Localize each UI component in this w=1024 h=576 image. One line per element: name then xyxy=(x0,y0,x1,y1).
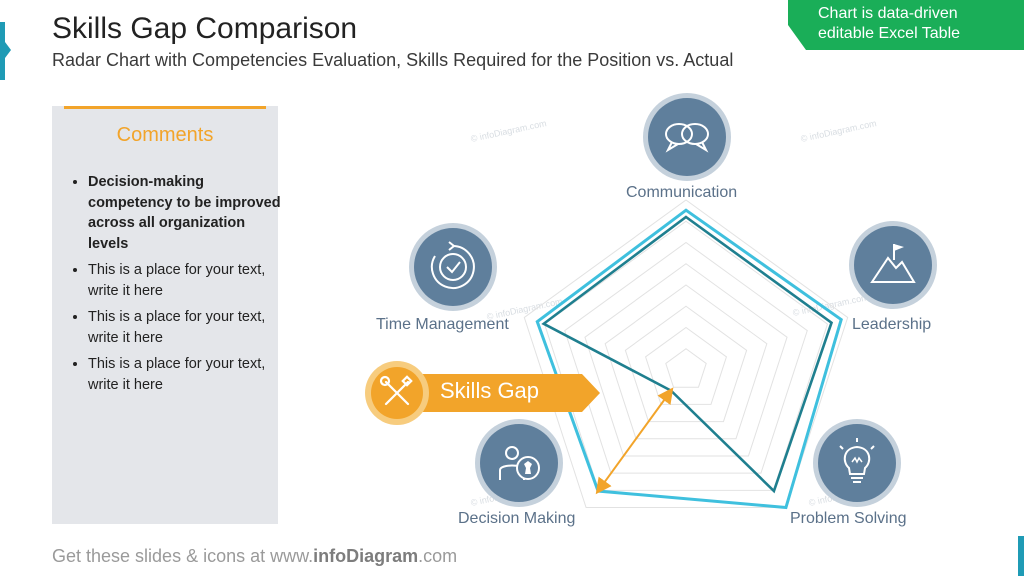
comments-title: Comments xyxy=(116,124,214,146)
radar-grid-ring xyxy=(604,284,768,440)
comments-accent-line xyxy=(64,106,266,109)
axis-label-decision-making: Decision Making xyxy=(458,510,576,527)
comments-panel: Comments Decision-making competency to b… xyxy=(52,106,281,524)
left-accent-bar xyxy=(0,22,11,80)
lightbulb-icon xyxy=(839,438,875,483)
problem-solving-icon-circle xyxy=(818,424,896,502)
radar-series-2 xyxy=(541,215,834,494)
tools-icon xyxy=(379,375,413,406)
comment-item: This is a place for your text, write it … xyxy=(88,354,288,395)
radar-grid-ring xyxy=(564,241,808,474)
comment-item: This is a place for your text, write it … xyxy=(88,307,288,348)
axis-label-communication: Communication xyxy=(626,184,738,201)
skills-gap-callout xyxy=(365,361,600,425)
radar-grid-ring xyxy=(624,305,748,423)
comment-item: Decision-making competency to be improve… xyxy=(88,172,288,254)
data-driven-badge: Chart is data-driven editable Excel Tabl… xyxy=(788,0,1024,50)
decision-making-icon-circle xyxy=(480,424,558,502)
footer-prefix: Get these slides & icons at www. xyxy=(52,546,314,566)
axis-label-time-management: Time Management xyxy=(376,316,509,333)
footer-brand: infoDiagram xyxy=(313,546,419,566)
radar-grid-ring xyxy=(523,199,849,509)
comment-item: This is a place for your text, write it … xyxy=(88,260,288,301)
mountain-flag-icon xyxy=(870,244,916,283)
axis-label-problem-solving: Problem Solving xyxy=(790,510,907,527)
radar-series-1 xyxy=(535,208,843,510)
page-title: Skills Gap Comparison xyxy=(52,12,358,45)
time-management-icon-circle xyxy=(414,228,492,306)
radar-grid-ring xyxy=(584,263,788,457)
footer-suffix: .com xyxy=(418,546,458,566)
axis-label-leadership: Leadership xyxy=(852,316,932,333)
leadership-icon-circle xyxy=(854,226,932,304)
skills-gap-label: Skills Gap xyxy=(440,378,540,403)
badge-line-1: Chart is data-driven xyxy=(818,5,958,22)
communication-icon-circle xyxy=(648,98,726,176)
speech-bubbles-icon xyxy=(665,123,709,153)
radar-grid-ring xyxy=(665,348,707,388)
comments-list: Decision-making competency to be improve… xyxy=(68,172,288,401)
badge-line-2: editable Excel Table xyxy=(818,25,961,42)
person-chess-icon xyxy=(499,446,540,480)
skills-gap-arrow xyxy=(595,387,674,495)
clock-cycle-icon xyxy=(430,241,475,289)
page-subtitle: Radar Chart with Competencies Evaluation… xyxy=(52,50,734,70)
radar-grid-ring xyxy=(543,220,829,491)
corner-accent-bar xyxy=(1018,536,1024,576)
radar-grid-ring xyxy=(644,326,728,405)
footer-text: Get these slides & icons at www.infoDiag… xyxy=(52,546,457,567)
